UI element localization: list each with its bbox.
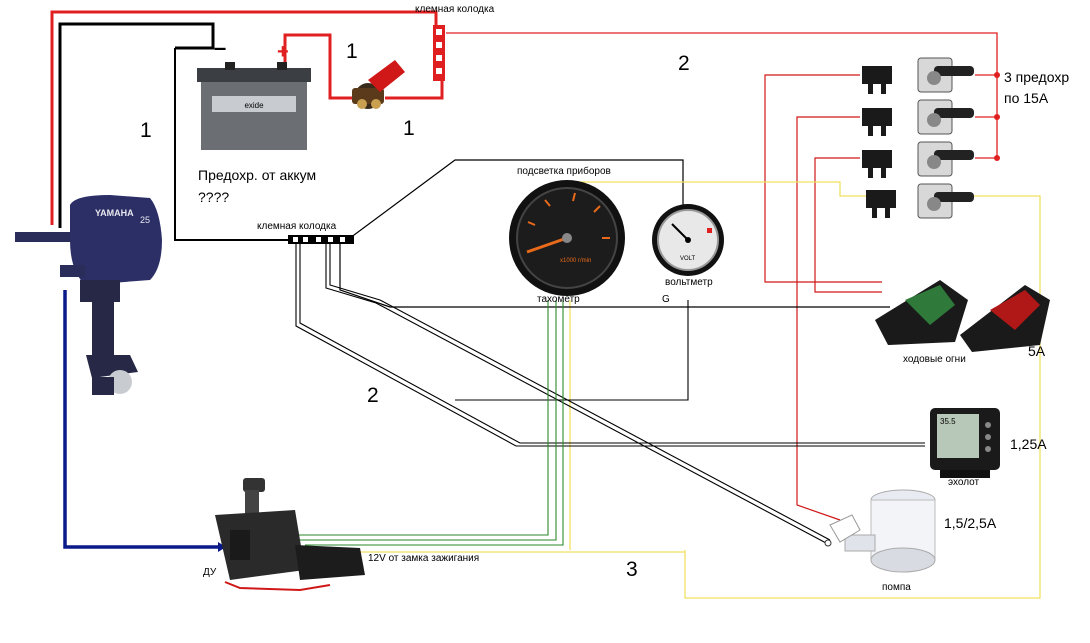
lighting-wire-top	[570, 181, 870, 197]
terminal-block-top-label: клемная колодка	[415, 4, 495, 15]
signal-wire-a	[299, 244, 925, 444]
svg-text:YAMAHA: YAMAHA	[95, 208, 134, 218]
battery-plus-sign: +	[277, 41, 289, 63]
toggle-switch-1	[917, 57, 974, 93]
battery-fuse-label: Предохр. от аккум	[198, 167, 316, 183]
svg-text:25: 25	[140, 215, 150, 225]
terminal-block-top	[433, 25, 445, 81]
ignition-label: 12V от замка зажигания	[368, 553, 479, 564]
section-number-1-left: 1	[140, 119, 152, 142]
fuse-3	[862, 150, 892, 178]
section-number-2-top: 2	[678, 52, 690, 75]
svg-text:exide: exide	[244, 101, 264, 110]
signal-wire-e	[325, 244, 827, 544]
nav-lights-amp: 5А	[1028, 343, 1046, 359]
red-junction-1	[994, 72, 1000, 78]
section-number-2-bottom: 2	[367, 384, 379, 407]
pump-amp: 1,5/2,5А	[944, 515, 997, 531]
fuse-2	[862, 108, 892, 136]
voltmeter-g-label: G	[662, 294, 670, 305]
pump-label: помпа	[882, 582, 911, 593]
red-junction-3	[994, 155, 1000, 161]
main-negative-wire	[58, 22, 215, 228]
tacho-green-wire-3	[305, 300, 564, 546]
toggle-switch-4	[917, 183, 974, 219]
fuse1-to-navlight	[764, 74, 882, 283]
instrument-light-label: подсветка приборов	[517, 165, 611, 177]
outboard-motor: YAMAHA 25	[15, 195, 162, 395]
battery: exide	[197, 62, 311, 150]
battery-positive-wire	[283, 33, 352, 100]
fuse-1	[862, 66, 892, 94]
fuse2-to-pump	[796, 116, 860, 521]
nav-lights-label: ходовые огни	[903, 354, 966, 365]
three-fuses-label-1: 3 предохр	[1004, 69, 1069, 85]
voltmeter: VOLT	[652, 204, 724, 276]
remote-control-unit	[215, 478, 365, 592]
three-fuses-label-2: по 15А	[1004, 90, 1049, 106]
terminal-block-mid-label: клемная колодка	[257, 221, 337, 232]
remote-control-label: ДУ	[203, 567, 217, 578]
fuse3-to-navlight	[814, 157, 882, 293]
toggle-switch-3	[917, 141, 974, 177]
tacho-green-wire-2	[300, 300, 557, 541]
tachometer: x1000 r/min	[509, 180, 625, 296]
nav-lights	[875, 280, 1050, 352]
section-number-3: 3	[626, 558, 638, 581]
red-bus-top	[446, 32, 998, 160]
signal-wire-b	[305, 244, 925, 440]
fishfinder: 35.5	[930, 408, 1000, 478]
battery-negative-wire	[174, 48, 292, 241]
toggle-switch-2	[917, 99, 974, 135]
fuse-panel	[862, 57, 974, 219]
battery-switch	[352, 60, 405, 109]
red-junction-2	[994, 114, 1000, 120]
section-number-1-battery: 1	[346, 40, 358, 63]
bilge-pump	[824, 489, 936, 573]
fishfinder-label: эхолот	[948, 477, 980, 488]
signal-wire-d	[329, 244, 831, 541]
fuse-4	[866, 190, 896, 218]
svg-text:35.5: 35.5	[940, 417, 956, 426]
svg-text:VOLT: VOLT	[680, 256, 696, 262]
terminal-block-mid	[288, 235, 354, 244]
tachometer-label: тахометр	[537, 294, 580, 305]
svg-text:x1000 r/min: x1000 r/min	[560, 258, 591, 264]
tacho-green-wire-1	[295, 300, 549, 536]
fishfinder-amp: 1,25А	[1010, 436, 1047, 452]
battery-fuse-question: ????	[198, 189, 229, 205]
wires	[50, 10, 1041, 599]
lighting-wire-loop	[684, 195, 1041, 599]
voltmeter-label: вольтметр	[665, 277, 713, 288]
section-number-1-switch: 1	[403, 117, 415, 140]
remote-control-cable	[63, 290, 218, 549]
gauge-negative-wire	[349, 159, 684, 239]
remote-cable-arrow	[218, 542, 226, 552]
gauge-ground-wire	[339, 244, 890, 308]
battery-minus-sign: –	[214, 35, 226, 60]
signal-wire-c	[295, 244, 925, 447]
voltmeter-g-wire	[455, 300, 689, 401]
